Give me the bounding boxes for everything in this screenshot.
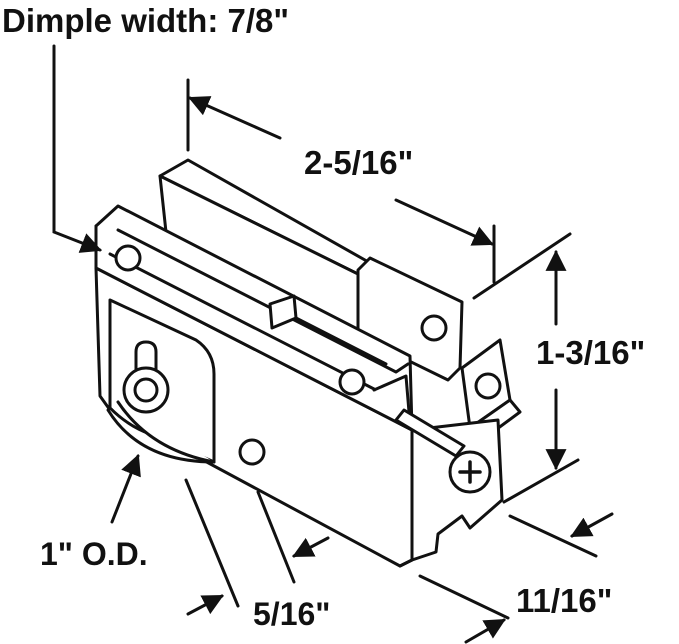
depth-arrow-bottom	[464, 618, 506, 644]
dimple-leader	[52, 44, 102, 253]
bracket-hole	[474, 372, 502, 400]
width-arrow-right	[394, 198, 494, 246]
od-leader	[110, 454, 141, 524]
depth-label: 11/16"	[516, 582, 613, 619]
width-label: 2-5/16"	[304, 144, 414, 181]
axle-arrow-right	[292, 536, 330, 558]
height-extension-top	[472, 232, 572, 300]
dimple-hole	[114, 244, 142, 272]
height-label: 1-3/16"	[536, 334, 646, 371]
axle-arrow-left	[186, 594, 224, 616]
width-arrow-left	[188, 96, 282, 140]
axle-extension-left	[184, 478, 240, 608]
height-extension-bottom	[502, 458, 580, 504]
screw-head-icon	[394, 408, 492, 494]
rear-plate-hole	[420, 314, 448, 342]
side-hole-lower	[238, 438, 266, 466]
depth-extension-top	[508, 514, 598, 558]
depth-arrow-top	[570, 512, 614, 538]
wheel-od-label: 1" O.D.	[40, 536, 148, 572]
wheel-icon	[106, 340, 216, 464]
dimple-width-label: Dimple width: 7/8"	[2, 2, 290, 39]
axle-extension-right	[256, 490, 296, 584]
axle-offset-label: 5/16"	[253, 596, 331, 632]
depth-extension-bottom	[418, 574, 510, 620]
side-hole-upper	[338, 368, 366, 396]
